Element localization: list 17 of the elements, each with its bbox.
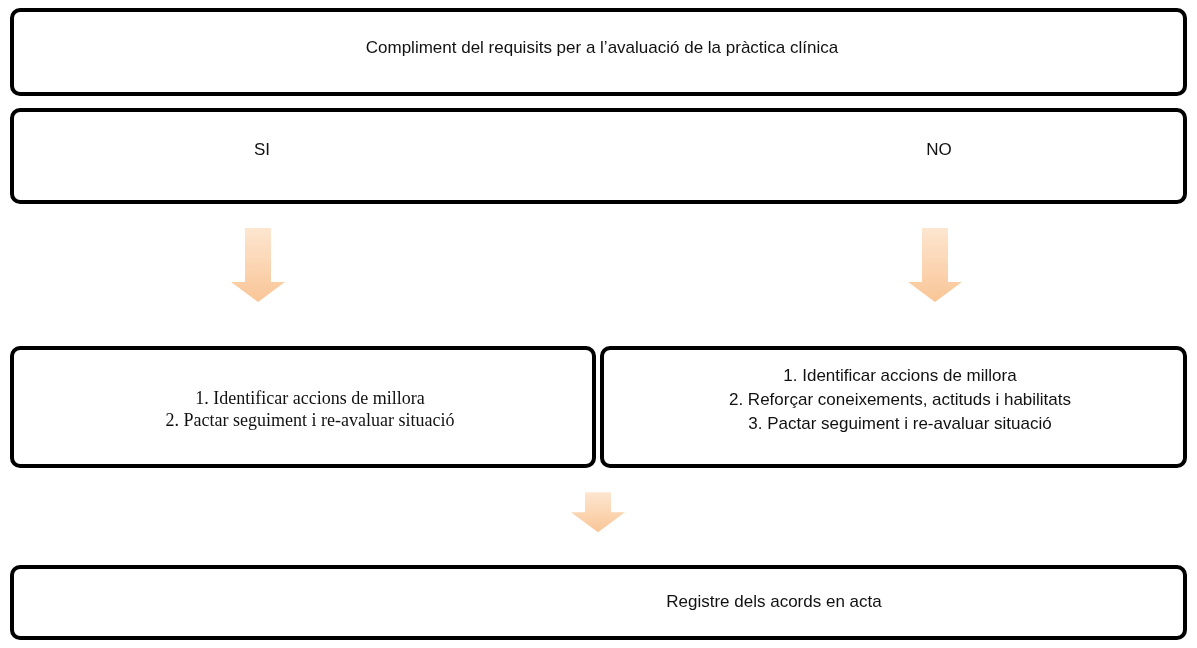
block-arrow [231,228,285,302]
process-box [10,346,596,468]
process-box [600,346,1187,468]
box-text: 1. Identificar accions de millora [195,387,425,409]
process-box [10,8,1187,96]
block-arrow [908,228,962,302]
box-text: 2. Reforçar coneixements, actituds i habilitats [728,390,1072,410]
box-text: Compliment del requisits per a l’avaluació de la pràctica clínica [365,38,839,58]
box-text: SI [253,140,271,160]
box-text: Registre dels acords en acta [666,592,882,612]
box-text: 1. Identificar accions de millora [783,366,1017,386]
process-box [10,108,1187,204]
block-arrow [571,492,625,533]
box-text: 2. Pactar seguiment i re-avaluar situació [165,409,455,431]
box-text: NO [926,140,952,160]
process-box [10,565,1187,640]
box-text: 3. Pactar seguiment i re-avaluar situació [748,414,1052,434]
